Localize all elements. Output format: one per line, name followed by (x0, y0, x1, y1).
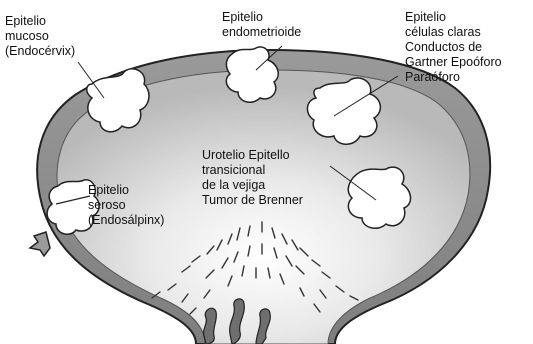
label-line: Tumor de Brenner (202, 193, 303, 208)
label-epitelio-celulas-claras: Epitelio células claras Conductos de Gar… (405, 10, 502, 85)
label-line: Urotelio Epitello (202, 148, 303, 163)
label-epitelio-endometrioide: Epitelio endometrioide (222, 10, 301, 40)
label-line: Conductos de (405, 40, 502, 55)
label-line: Epitelio (88, 183, 164, 198)
label-line: endometrioide (222, 25, 301, 40)
label-epitelio-mucoso: Epitelio mucoso (Endocérvix) (5, 14, 75, 59)
label-line: Epitelio (222, 10, 301, 25)
label-line: de la vejiga (202, 178, 303, 193)
label-line: Gartner Epoóforo (405, 55, 502, 70)
label-line: mucoso (5, 29, 75, 44)
label-line: (Endocérvix) (5, 44, 75, 59)
label-epitelio-seroso: Epitelio seroso (Endosálpinx) (88, 183, 164, 228)
label-urotelio: Urotelio Epitello transicional de la vej… (202, 148, 303, 208)
label-line: transicional (202, 163, 303, 178)
label-line: Epitelio (405, 10, 502, 25)
cyst-claras-upper (307, 78, 380, 144)
label-line: seroso (88, 198, 164, 213)
label-line: (Endosálpinx) (88, 213, 164, 228)
label-line: Epitelio (5, 14, 75, 29)
label-line: Paraóforo (405, 70, 502, 85)
label-line: células claras (405, 25, 502, 40)
left-frond (30, 232, 50, 256)
